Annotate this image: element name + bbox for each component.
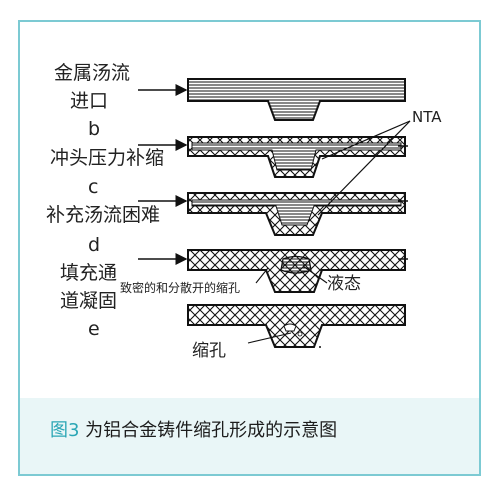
label-shrinkage-cavity: 缩孔 xyxy=(192,341,226,361)
label-nta: NTA xyxy=(412,108,442,126)
nta-leaders xyxy=(317,120,411,216)
label-plunger-feeding: 冲头压力补缩 xyxy=(50,147,165,169)
label-liquid: 液态 xyxy=(327,274,361,294)
stage-d-casting xyxy=(187,249,406,293)
caption-text: 为铝合金铸件缩孔形成的示意图 xyxy=(79,420,338,441)
label-c-letter: c xyxy=(88,176,99,198)
label-channel-fill: 填充通 xyxy=(60,262,118,284)
pointer-arrows xyxy=(138,84,408,265)
stage-a-casting xyxy=(187,78,406,121)
label-d-letter: d xyxy=(88,234,101,256)
figure-caption: 图3 为铝合金铸件缩孔形成的示意图 xyxy=(50,416,337,442)
annotation-leaders xyxy=(247,265,328,344)
label-inlet: 进口 xyxy=(70,90,109,112)
stage-c-casting xyxy=(187,192,406,236)
stage-b-casting xyxy=(187,136,406,178)
label-metal-inflow: 金属汤流 xyxy=(54,62,131,84)
label-dense-shrinkage: 致密的和分散开的缩孔 xyxy=(120,281,241,295)
label-feeding-difficult: 补充汤流困难 xyxy=(46,204,161,226)
caption-background xyxy=(20,398,479,474)
label-b-letter: b xyxy=(88,118,101,140)
label-channel-solidify: 道凝固 xyxy=(60,290,118,312)
figure-number: 图3 xyxy=(50,420,80,441)
label-e-letter: e xyxy=(88,318,100,340)
stage-e-casting xyxy=(187,304,406,348)
